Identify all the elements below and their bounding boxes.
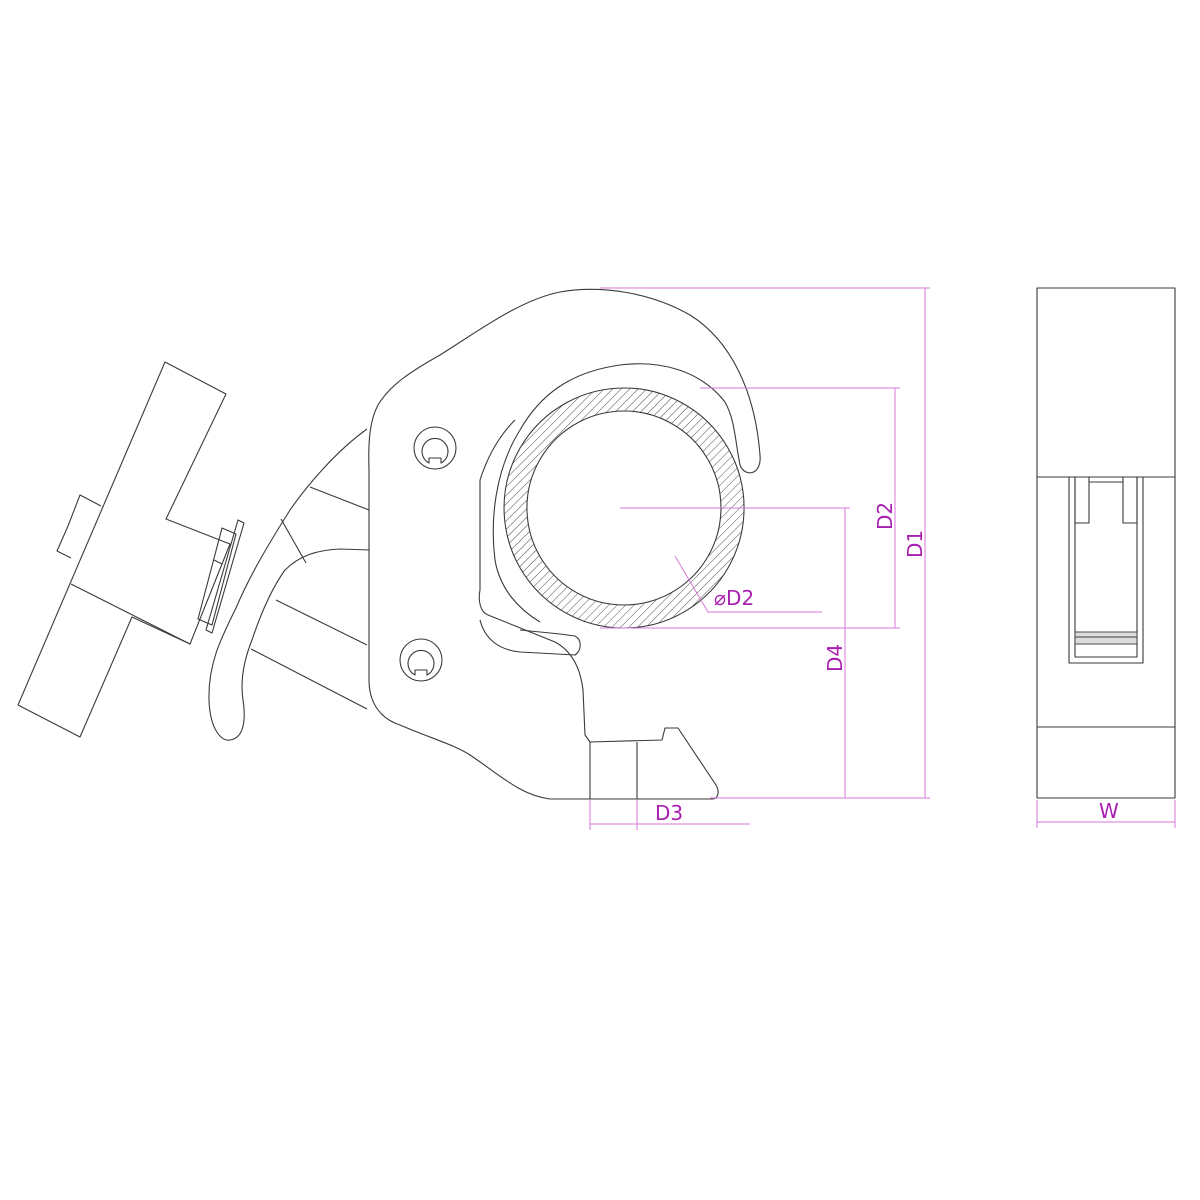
dimension-d1: D1 <box>600 287 930 799</box>
label-w: W <box>1099 799 1119 823</box>
pin-lower <box>399 638 443 682</box>
lever <box>208 428 370 741</box>
washers <box>197 519 245 634</box>
dimension-d4: D4 <box>620 507 850 798</box>
dimension-d3: D3 <box>589 800 750 830</box>
label-diameter-d2: ⌀D2 <box>714 586 754 610</box>
clamp-body <box>368 288 761 800</box>
label-d4: D4 <box>823 644 847 672</box>
dimension-d2: D2 <box>600 387 900 629</box>
side-view <box>1036 287 1176 799</box>
dimension-w: W <box>1036 799 1176 828</box>
label-d1: D1 <box>903 530 927 558</box>
label-d2: D2 <box>873 502 897 530</box>
dimension-diameter-d2: ⌀D2 <box>674 555 822 613</box>
label-d3: D3 <box>655 801 683 825</box>
pin-upper <box>413 426 457 470</box>
t-handle <box>17 361 231 738</box>
